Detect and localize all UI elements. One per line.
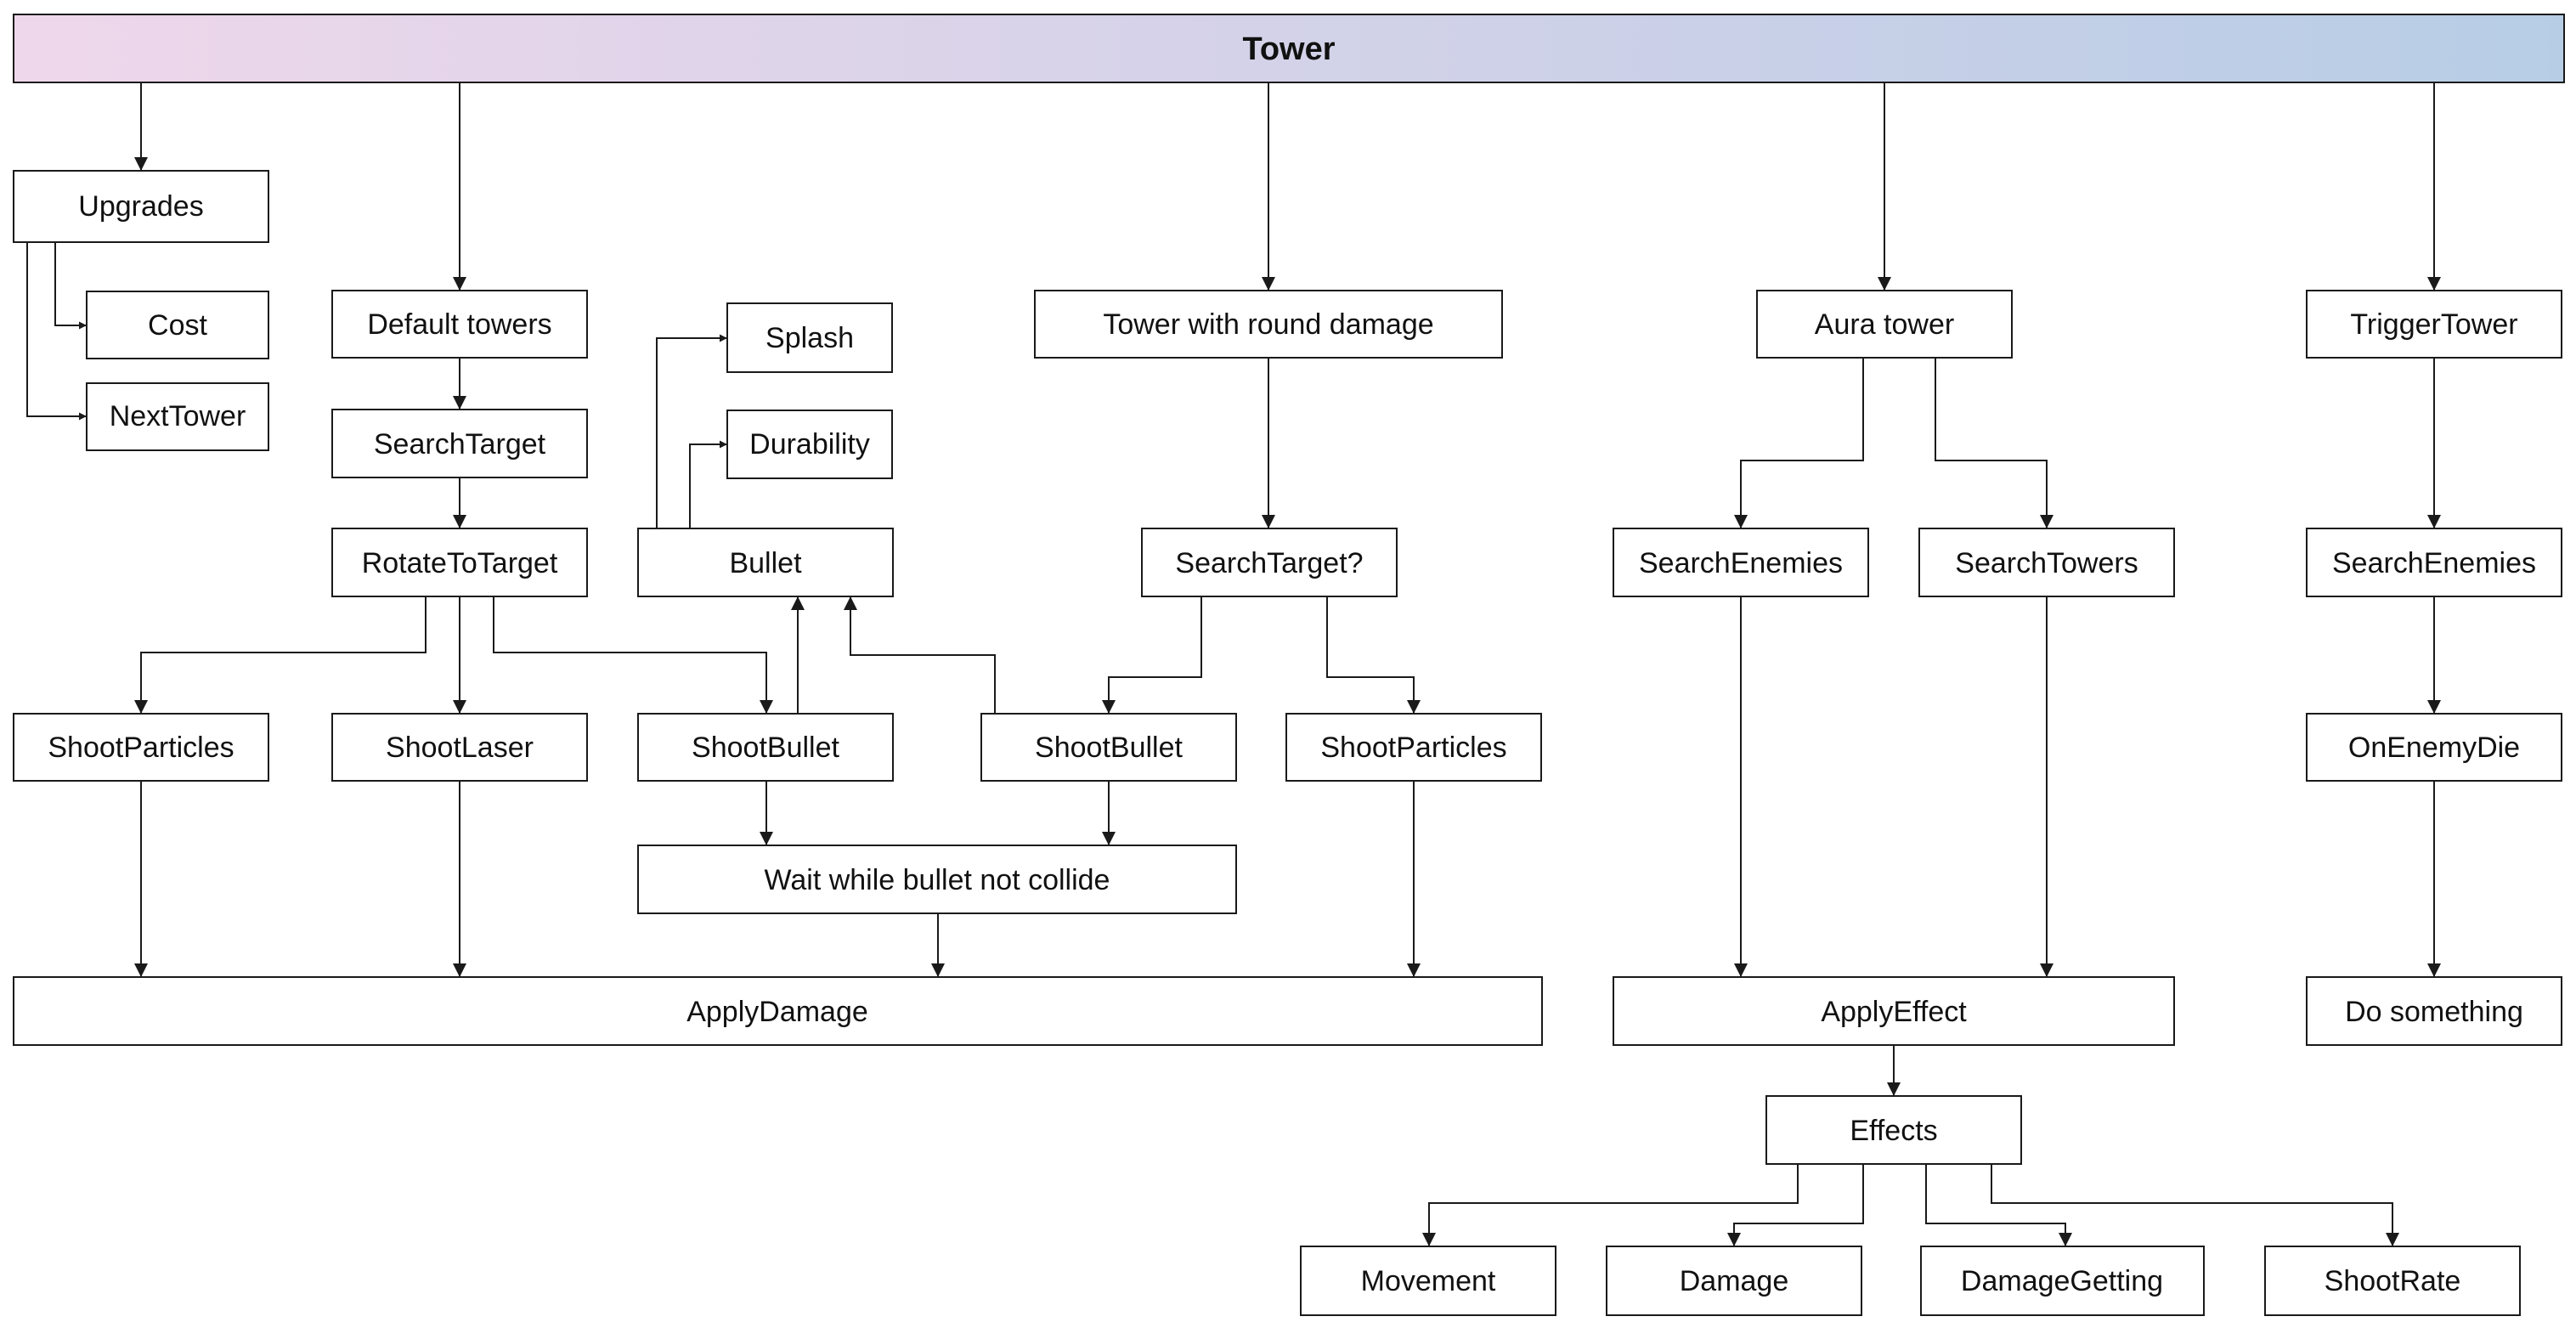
edge-effects-damage [1727,1164,1864,1246]
node-search-target-q: SearchTarget? [1141,528,1398,597]
nodes: Upgrades Cost NextTower Default towers S… [13,170,2562,1316]
node-default-towers: Default towers [331,290,588,359]
svg-text:ShootParticles: ShootParticles [1320,732,1506,764]
node-apply-damage: ApplyDamage [13,976,1543,1046]
node-effects: Effects [1765,1095,2022,1165]
edge-upgrades-cost [54,242,87,330]
svg-text:Upgrades: Upgrades [78,190,203,223]
edge-effects-damagegetting [1925,1164,2072,1246]
svg-text:SearchTowers: SearchTowers [1955,547,2138,579]
svg-text:Aura tower: Aura tower [1815,308,1954,341]
diagram-title: Tower [1242,31,1335,67]
svg-text:Bullet: Bullet [729,547,802,579]
edge-bullet-durability [689,440,727,528]
svg-text:Effects: Effects [1850,1115,1937,1147]
svg-text:OnEnemyDie: OnEnemyDie [2348,732,2520,764]
svg-text:Splash: Splash [765,322,854,354]
svg-text:SearchEnemies: SearchEnemies [2332,547,2536,579]
svg-text:SearchTarget?: SearchTarget? [1175,547,1363,579]
node-search-enemies-2: SearchEnemies [2306,528,2562,597]
node-shoot-bullet-2: ShootBullet [980,713,1237,782]
node-damage-getting: DamageGetting [1920,1246,2205,1316]
edge-rotate-shootparticles [134,596,427,714]
edge-shootbullet2-bullet [844,596,996,714]
svg-text:SearchEnemies: SearchEnemies [1639,547,1843,579]
svg-text:SearchTarget: SearchTarget [374,428,546,460]
svg-text:ShootRate: ShootRate [2325,1265,2461,1297]
edge-effects-movement [1422,1164,1799,1246]
node-durability: Durability [726,410,893,479]
edge-searchtargetq-shootbullet2 [1102,596,1202,714]
svg-text:Tower with round damage: Tower with round damage [1103,308,1433,341]
node-upgrades: Upgrades [13,170,269,243]
node-do-something: Do something [2306,976,2562,1046]
svg-text:Damage: Damage [1680,1265,1789,1297]
edge-aura-searchenemies [1734,358,1864,528]
node-next-tower: NextTower [86,382,269,451]
node-cost: Cost [86,291,269,359]
edge-searchtargetq-shootparticles2 [1326,596,1421,714]
node-shoot-laser: ShootLaser [331,713,588,782]
node-movement: Movement [1300,1246,1556,1316]
svg-text:DamageGetting: DamageGetting [1961,1265,2163,1297]
svg-text:Durability: Durability [749,428,870,460]
node-splash: Splash [726,302,893,373]
svg-text:ShootLaser: ShootLaser [386,732,534,764]
edge-bullet-splash [656,334,727,528]
node-search-target: SearchTarget [331,409,588,478]
svg-text:Do something: Do something [2345,996,2523,1028]
svg-text:ShootBullet: ShootBullet [692,732,839,764]
svg-text:Cost: Cost [148,309,207,342]
node-trigger-tower: TriggerTower [2306,290,2562,359]
svg-text:RotateToTarget: RotateToTarget [362,547,558,579]
node-search-enemies-1: SearchEnemies [1613,528,1869,597]
node-round-damage-tower: Tower with round damage [1034,290,1503,359]
svg-text:ApplyDamage: ApplyDamage [686,996,868,1028]
svg-text:Default towers: Default towers [367,308,551,341]
svg-text:Wait while bullet not collide: Wait while bullet not collide [765,864,1110,896]
edge-rotate-shootbullet [493,596,773,714]
svg-text:ApplyEffect: ApplyEffect [1821,996,1967,1028]
svg-text:NextTower: NextTower [110,400,246,432]
node-shoot-particles-2: ShootParticles [1285,713,1542,782]
svg-text:ShootParticles: ShootParticles [48,732,234,764]
node-shoot-particles-1: ShootParticles [13,713,269,782]
node-shoot-rate: ShootRate [2264,1246,2521,1316]
node-rotate-to-target: RotateToTarget [331,528,588,597]
node-damage: Damage [1606,1246,1862,1316]
edge-upgrades-nexttower [26,242,87,421]
edge-effects-shootrate [1991,1164,2399,1246]
svg-text:Movement: Movement [1361,1265,1496,1297]
node-apply-effect: ApplyEffect [1613,976,2175,1046]
title-bar: Tower [13,14,2565,83]
node-wait-collide: Wait while bullet not collide [637,845,1237,914]
svg-text:TriggerTower: TriggerTower [2350,308,2517,341]
node-search-towers: SearchTowers [1918,528,2175,597]
node-aura-tower: Aura tower [1756,290,2013,359]
edge-aura-searchtowers [1935,358,2053,528]
svg-text:ShootBullet: ShootBullet [1035,732,1183,764]
node-shoot-bullet-1: ShootBullet [637,713,894,782]
node-bullet: Bullet [637,528,894,597]
node-on-enemy-die: OnEnemyDie [2306,713,2562,782]
edges [26,82,2441,1246]
